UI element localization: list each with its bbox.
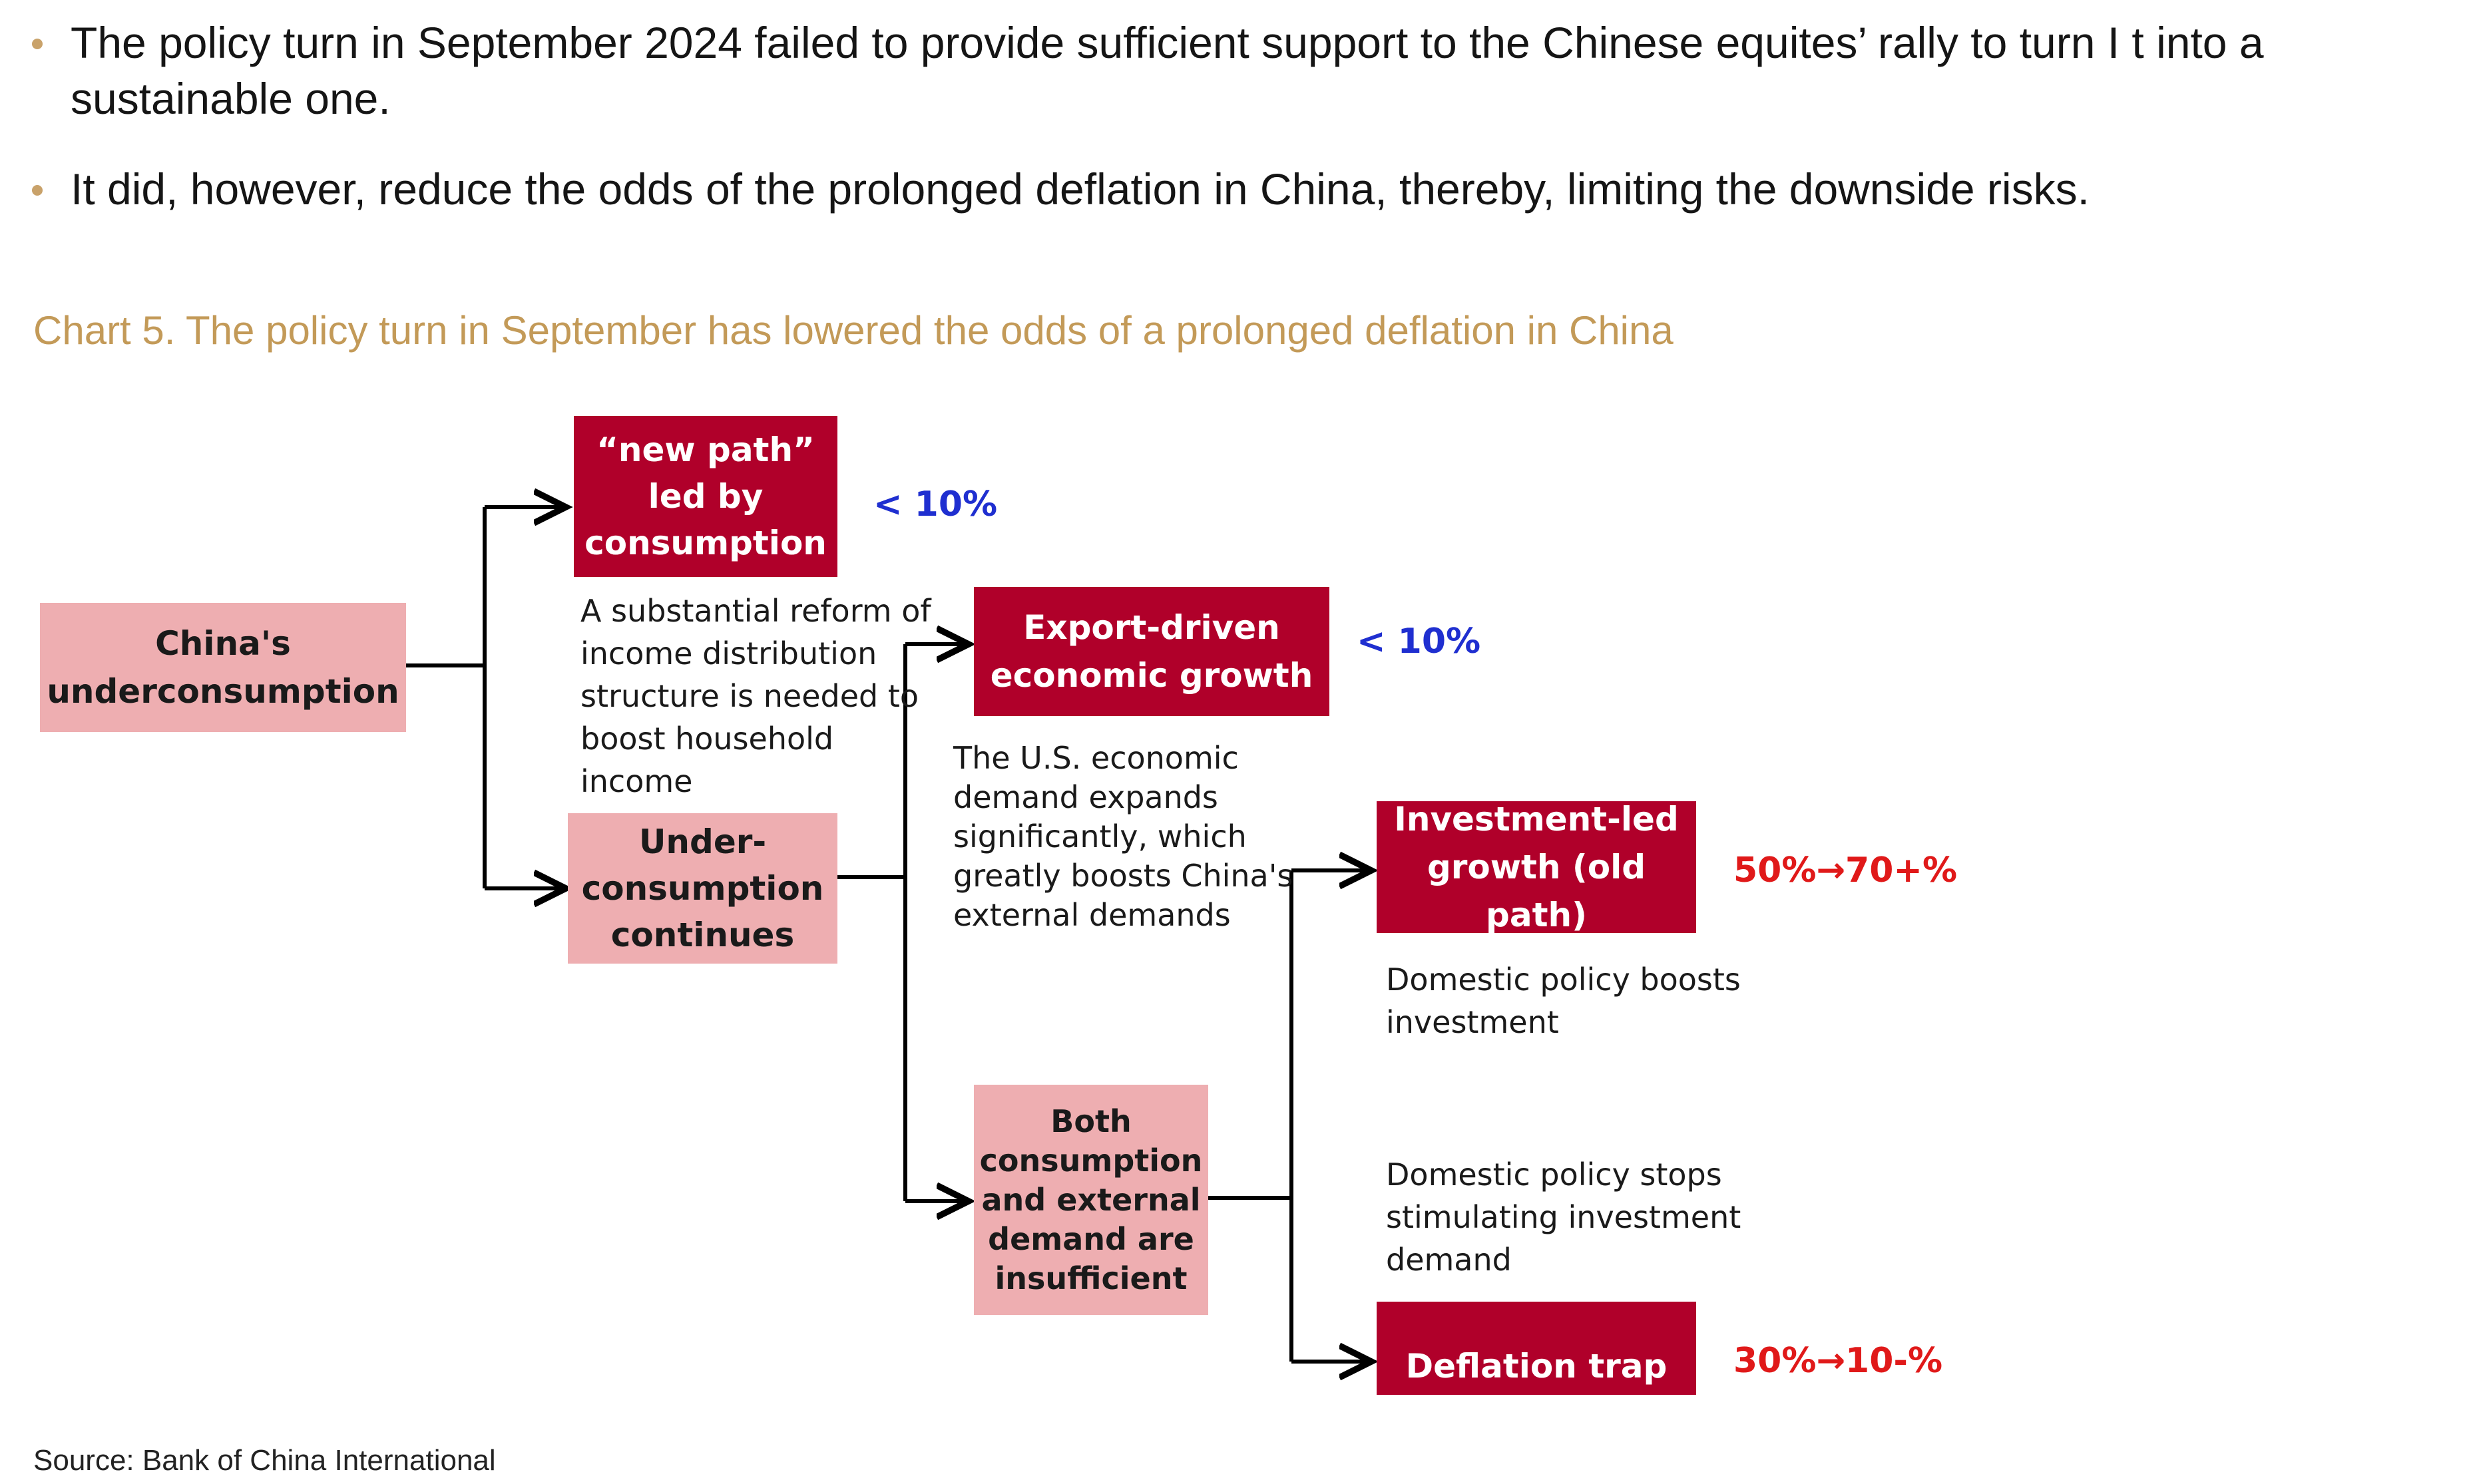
probability-export-growth: < 10% (1357, 622, 1481, 661)
bullet-item: The policy turn in September 2024 failed… (27, 15, 2423, 126)
node-both-insufficient: Both consumption and external demand are… (974, 1085, 1208, 1315)
bullet-item: It did, however, reduce the odds of the … (27, 161, 2423, 217)
node-deflation-trap: Deflation trap (1377, 1302, 1696, 1395)
node-china-underconsumption: China's underconsumption (40, 603, 406, 732)
node-new-path: “new path” led by consumption (574, 416, 837, 577)
bullet-text: It did, however, reduce the odds of the … (71, 164, 2090, 214)
probability-investment-growth: 50%→70+% (1733, 850, 1958, 890)
note-reform: A substantial reform of income distribut… (580, 593, 931, 799)
source-note: Source: Bank of China International (33, 1444, 496, 1477)
note-us-demand: The U.S. economic demand expands signifi… (953, 740, 1293, 933)
note-policy-boosts: Domestic policy boosts investment (1386, 962, 1741, 1040)
probability-deflation-trap: 30%→10-% (1733, 1341, 1943, 1381)
note-policy-stops: Domestic policy stops stimulating invest… (1386, 1157, 1741, 1278)
chart-title: Chart 5. The policy turn in September ha… (33, 308, 1674, 353)
probability-new-path: < 10% (873, 484, 998, 524)
bullet-dot-icon (32, 39, 43, 49)
node-export-growth: Export-driven economic growth (974, 587, 1329, 716)
bullet-dot-icon (32, 185, 43, 196)
bullet-list: The policy turn in September 2024 failed… (27, 15, 2423, 217)
node-investment-growth: Investment-led growth (old path) (1377, 800, 1696, 934)
node-underconsumption-continues: Under- consumption continues (568, 813, 837, 964)
bullet-text: The policy turn in September 2024 failed… (71, 18, 2264, 123)
